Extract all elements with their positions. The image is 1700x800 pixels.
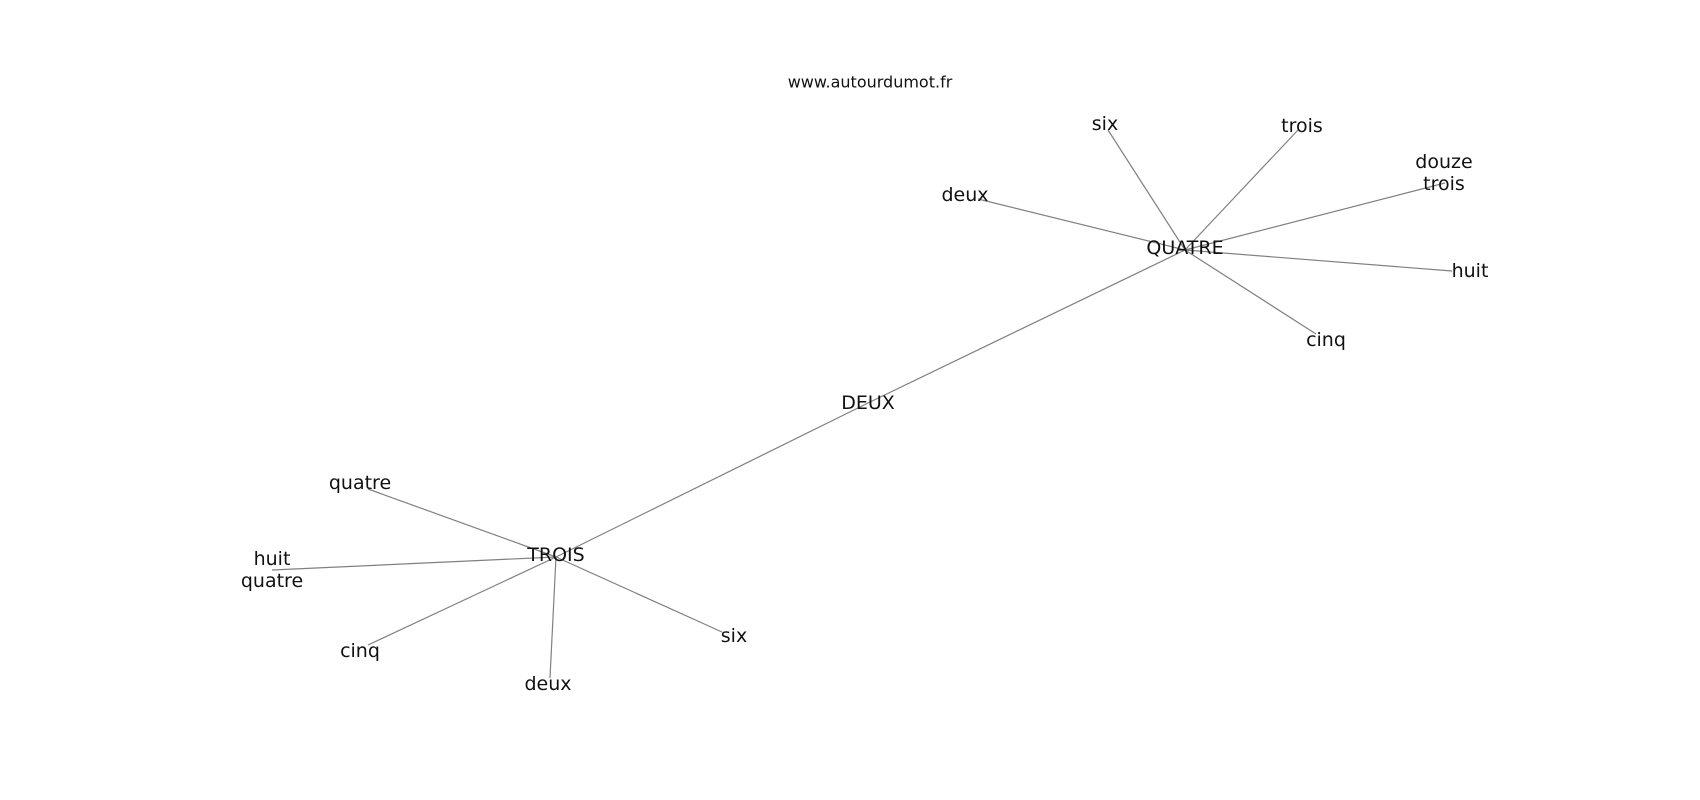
edge-quatre_hub-q_douze_trois [1184,182,1446,251]
edge-quatre_hub-q_deux [977,198,1186,251]
node-label-t-cinq: cinq [340,640,380,662]
edge-trois_hub-t_quatre [367,488,557,558]
edge-quatre_hub-q_trois [1184,129,1299,251]
edge-quatre_hub-q_cinq [1184,249,1317,335]
edge-deux_center-trois_hub [555,402,869,558]
edge-trois_hub-t_deux [549,556,557,679]
node-label-t-six: six [721,625,747,647]
edge-trois_hub-t_six [555,556,723,633]
edge-trois_hub-t_cinq [367,556,557,646]
node-label-quatre-hub: QUATRE [1146,237,1223,259]
node-label-q-huit: huit [1452,260,1489,282]
node-label-q-deux: deux [941,184,988,206]
edge-quatre_hub-q_huit [1184,249,1453,272]
edge-deux_center-quatre_hub [867,249,1186,404]
node-label-t-deux: deux [524,673,571,695]
edge-quatre_hub-q_six [1107,129,1186,251]
node-label-q-cinq: cinq [1306,329,1346,351]
node-label-q-six: six [1092,113,1118,135]
node-label-t-quatre: quatre [329,472,391,494]
graph-edges [271,129,1453,679]
site-watermark: www.autourdumot.fr [788,73,953,92]
node-label-q-trois: trois [1281,115,1323,137]
edge-trois_hub-t_huit_quatre [271,556,557,571]
